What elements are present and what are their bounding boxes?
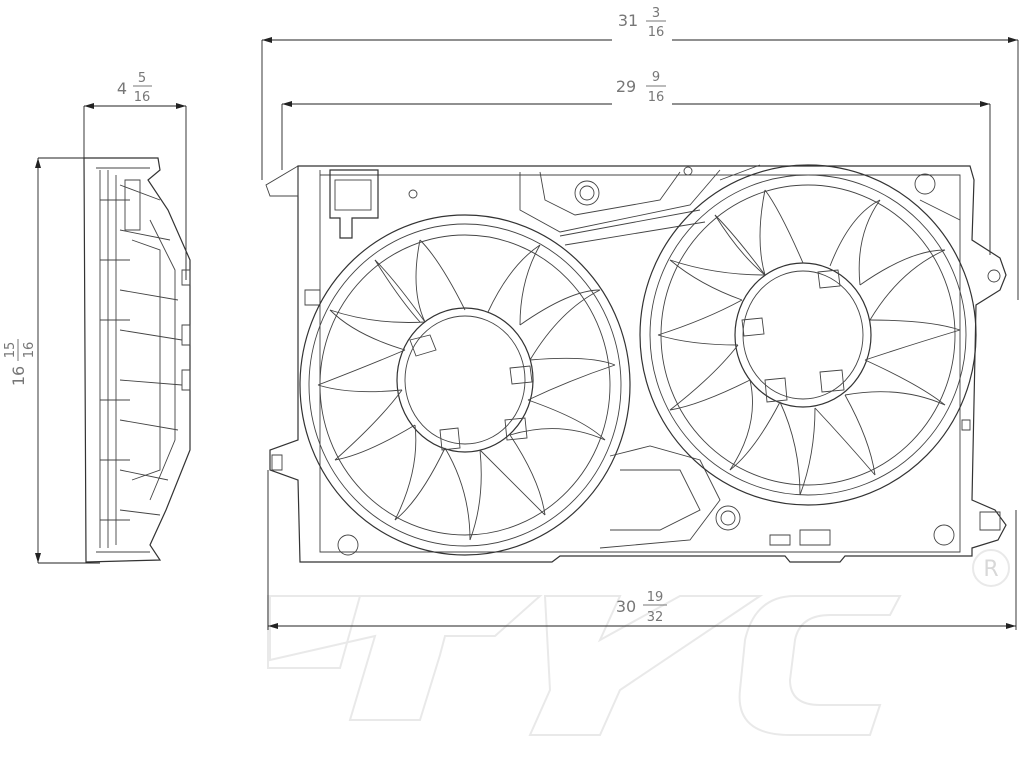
- depth-numerator: 5: [138, 71, 146, 86]
- height-whole: 16: [9, 366, 28, 386]
- front-view-shroud: [265, 164, 1007, 563]
- dimension-height: 16 15 16: [3, 157, 100, 564]
- left-fan-blades: [317, 239, 616, 541]
- inner-width-whole: 29: [616, 77, 636, 96]
- bottom-width-numerator: 19: [647, 590, 664, 605]
- left-fan-hub-clips: [409, 334, 533, 451]
- depth-denominator: 16: [134, 90, 151, 105]
- right-fan-hub-clips: [741, 269, 845, 403]
- registered-mark-letter: R: [983, 557, 998, 582]
- dimension-inner-width: 29 9 16: [281, 70, 991, 255]
- bottom-width-denominator: 32: [647, 610, 664, 625]
- dimension-depth: 4 5 16: [83, 71, 187, 280]
- overall-width-numerator: 3: [652, 6, 660, 21]
- side-view: [83, 157, 191, 563]
- depth-whole: 4: [117, 79, 127, 98]
- dimension-overall-width: 31 3 16: [261, 6, 1019, 300]
- left-fan: [299, 214, 631, 556]
- height-numerator: 15: [3, 342, 18, 359]
- dimension-bottom-width: 30 19 32: [267, 470, 1017, 630]
- inner-width-denominator: 16: [648, 90, 665, 105]
- right-fan: [639, 164, 977, 506]
- registered-mark: R: [972, 549, 1010, 587]
- bottom-width-whole: 30: [616, 597, 636, 616]
- inner-width-numerator: 9: [652, 70, 660, 85]
- overall-width-whole: 31: [618, 11, 638, 30]
- overall-width-denominator: 16: [648, 25, 665, 40]
- right-fan-blades: [657, 189, 961, 496]
- tyc-logo-outline: [267, 595, 902, 736]
- height-denominator: 16: [22, 342, 37, 359]
- brand-watermark: R: [267, 549, 1010, 736]
